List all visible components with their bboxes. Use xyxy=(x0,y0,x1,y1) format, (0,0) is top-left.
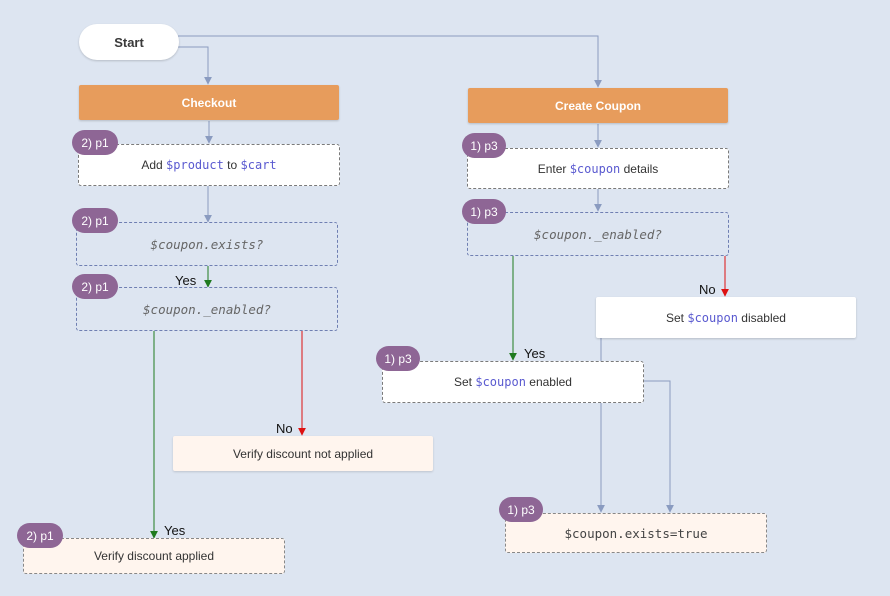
verify-not-applied-node[interactable]: Verify discount not applied xyxy=(173,436,433,471)
coupon-exists-check-node[interactable]: $coupon.exists? xyxy=(76,222,338,266)
set-disabled-text: Set $coupon disabled xyxy=(666,310,786,325)
start-node[interactable]: Start xyxy=(79,24,179,60)
coupon-exists-true-label: $coupon.exists=true xyxy=(564,525,708,541)
coupon-exists-true-badge: 1) p3 xyxy=(499,497,543,522)
enter-coupon-text: Enter $coupon details xyxy=(537,161,659,176)
coupon-enabled-check-left-node[interactable]: $coupon._enabled? xyxy=(76,287,338,331)
coupon-enabled-check-right-label: $coupon._enabled? xyxy=(534,226,662,242)
set-enabled-badge: 1) p3 xyxy=(376,346,420,371)
add-product-node[interactable]: Add $product to $cart xyxy=(78,144,340,186)
edge-enabled-exists-true xyxy=(644,380,674,513)
start-label: Start xyxy=(114,34,144,50)
edge-label-no-left: No xyxy=(276,421,293,436)
set-enabled-text: Set $coupon enabled xyxy=(454,375,572,389)
verify-applied-badge: 2) p1 xyxy=(17,523,63,548)
verify-applied-node[interactable]: Verify discount applied xyxy=(23,538,285,574)
coupon-exists-true-node[interactable]: $coupon.exists=true xyxy=(505,513,767,553)
coupon-enabled-check-left-label: $coupon._enabled? xyxy=(143,301,271,317)
checkout-node[interactable]: Checkout xyxy=(79,85,339,120)
enter-coupon-node[interactable]: Enter $coupon details xyxy=(467,148,729,189)
add-product-badge: 2) p1 xyxy=(72,130,118,155)
coupon-enabled-check-right-node[interactable]: $coupon._enabled? xyxy=(467,212,729,256)
set-enabled-node[interactable]: Set $coupon enabled xyxy=(382,361,644,403)
coupon-exists-check-label: $coupon.exists? xyxy=(150,236,264,252)
enter-coupon-badge: 1) p3 xyxy=(462,133,506,158)
edge-label-no-right: No xyxy=(699,282,716,297)
add-product-text: Add $product to $cart xyxy=(141,158,277,172)
edge-start-checkout xyxy=(178,46,212,85)
set-disabled-node[interactable]: Set $coupon disabled xyxy=(596,297,856,338)
edge-label-yes-left: Yes xyxy=(164,523,186,538)
edge-label-yes-exists: Yes xyxy=(175,273,197,288)
verify-applied-label: Verify discount applied xyxy=(93,549,215,563)
create-coupon-node[interactable]: Create Coupon xyxy=(468,88,728,123)
edge-label-yes-right: Yes xyxy=(524,346,546,361)
coupon-enabled-check-right-badge: 1) p3 xyxy=(462,199,506,224)
coupon-exists-check-badge: 2) p1 xyxy=(72,208,118,233)
coupon-enabled-check-left-badge: 2) p1 xyxy=(72,274,118,299)
create-coupon-label: Create Coupon xyxy=(554,98,641,113)
edge-start-create-coupon xyxy=(178,35,602,88)
checkout-label: Checkout xyxy=(181,95,237,110)
verify-not-applied-label: Verify discount not applied xyxy=(232,446,374,461)
